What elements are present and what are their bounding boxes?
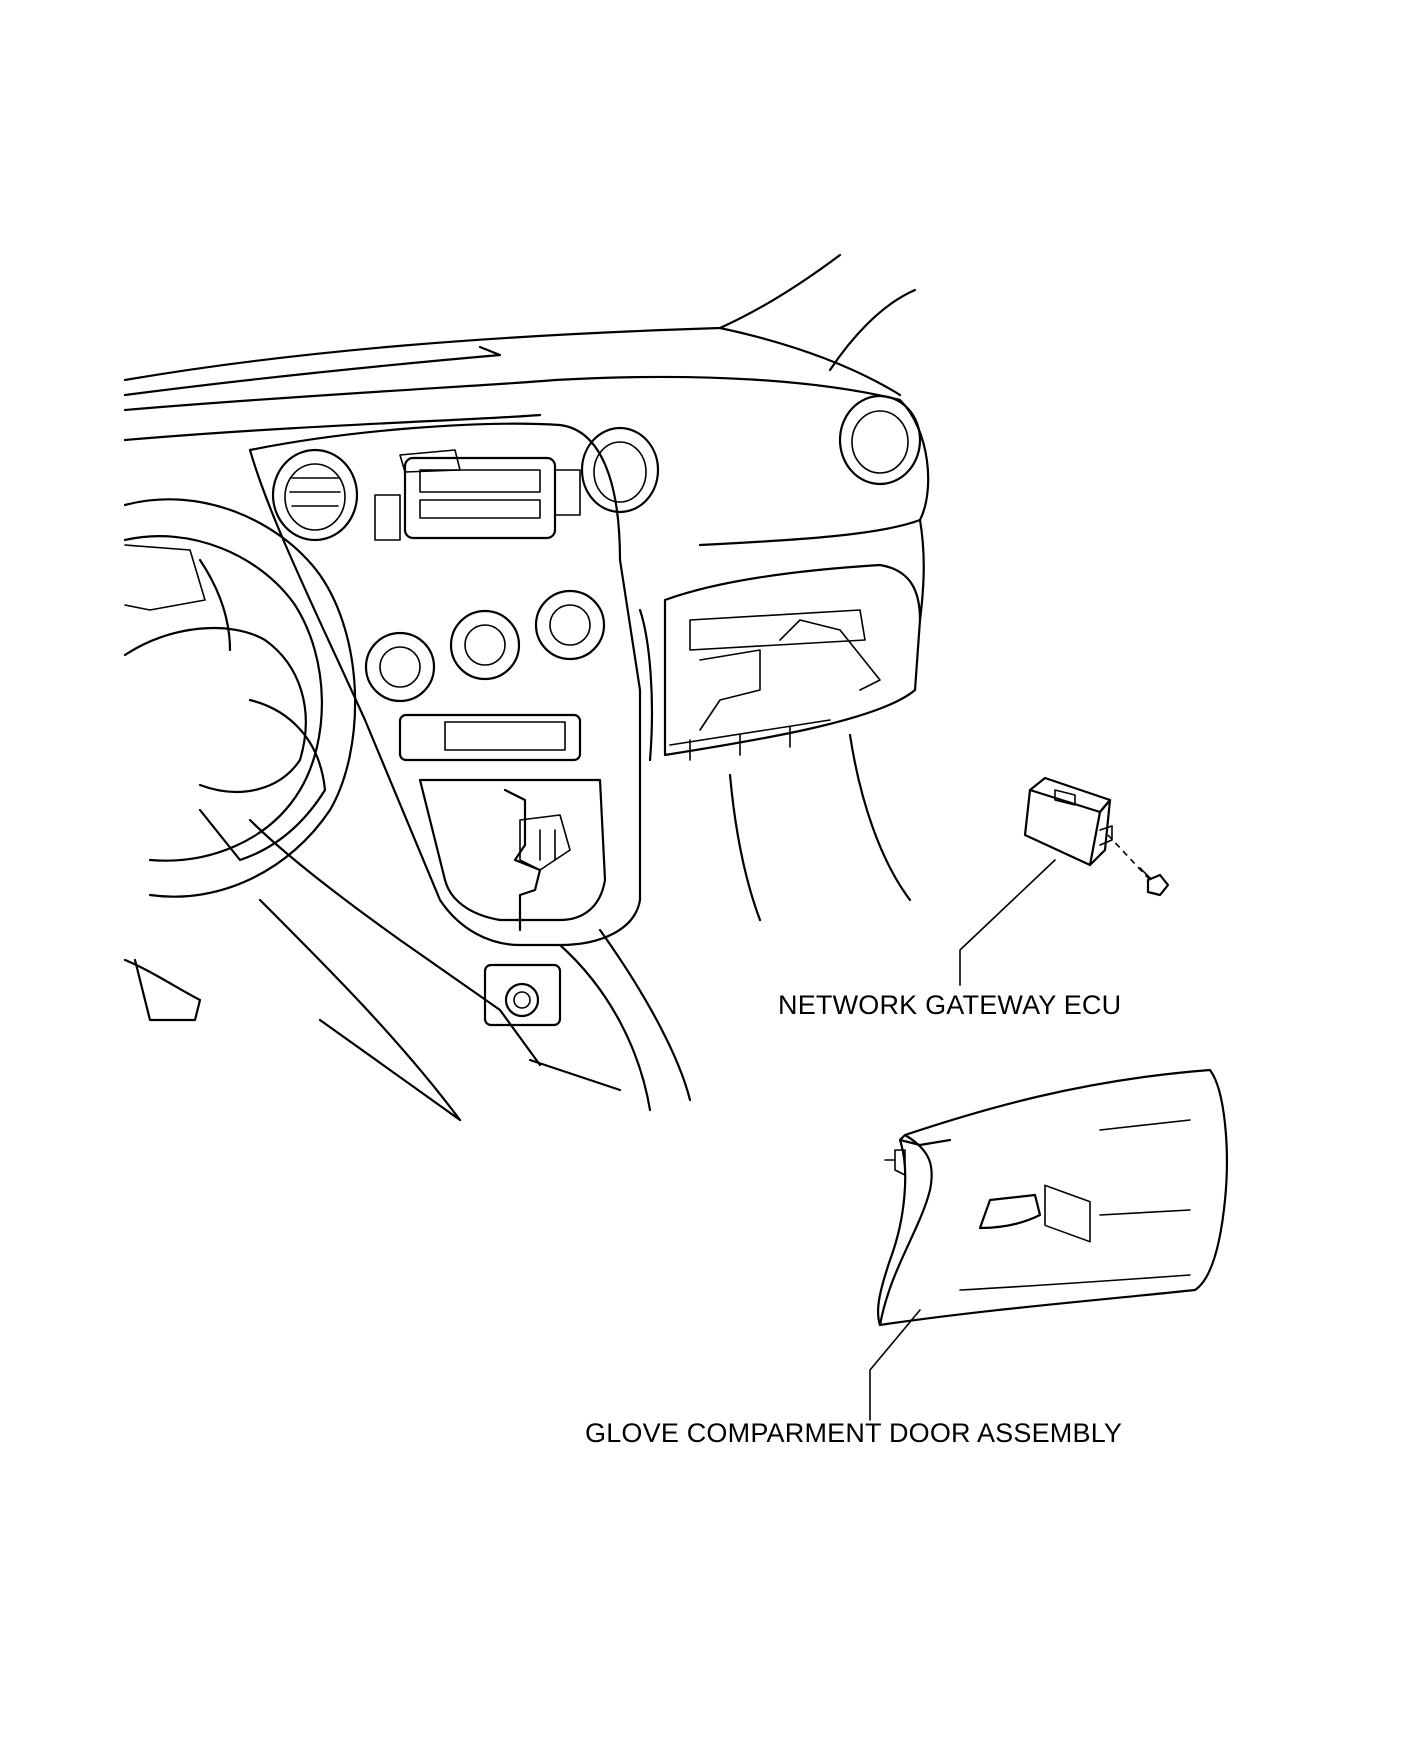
- network-gateway-ecu-part: [959, 776, 1170, 1243]
- bolt-icon: [1139, 867, 1170, 897]
- glove-compartment-door-label: GLOVE COMPARMENT DOOR ASSEMBLY: [585, 1418, 1123, 1448]
- glove-box-opening: [638, 518, 925, 922]
- glove-compartment-door-part: [869, 1068, 1228, 1421]
- lower-console-lines: [248, 818, 622, 1122]
- center-stack: [248, 422, 692, 1112]
- steering-wheel: [123, 498, 357, 1022]
- center-right-vent: [580, 426, 660, 514]
- network-gateway-ecu-label: NETWORK GATEWAY ECU: [778, 990, 1122, 1020]
- dash-top-outline: [123, 253, 930, 547]
- left-vent: [271, 448, 359, 542]
- far-right-vent: [838, 394, 922, 486]
